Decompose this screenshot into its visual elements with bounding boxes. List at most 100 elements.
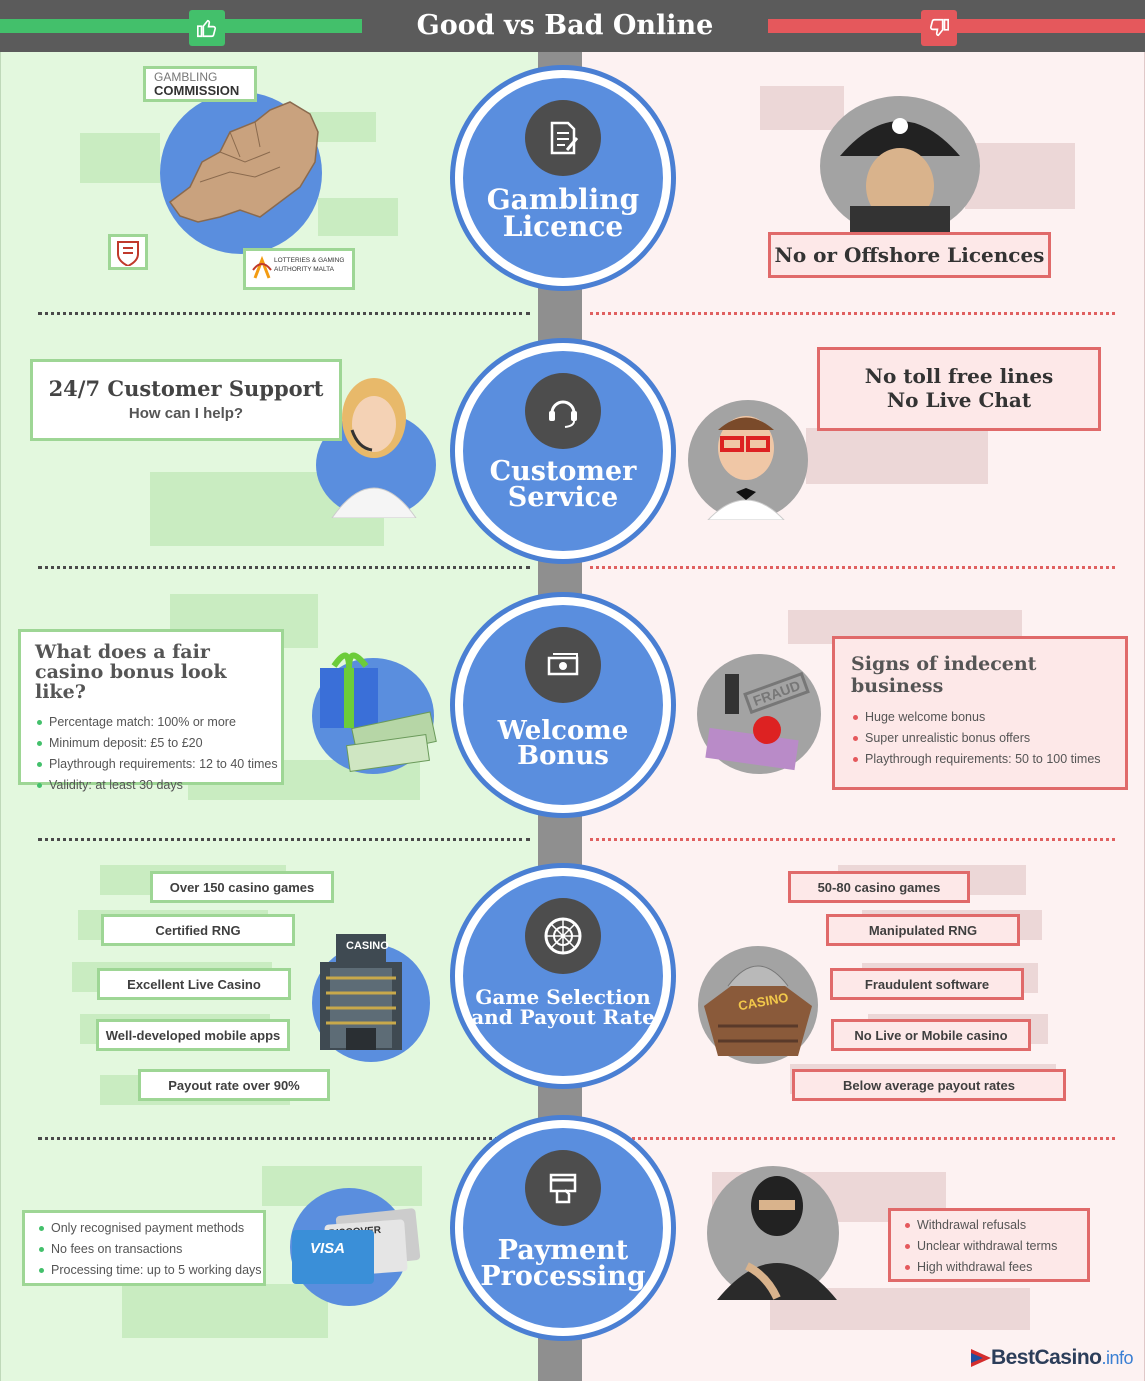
- malta-line1: LOTTERIES & GAMING: [274, 257, 345, 264]
- headset-icon: [525, 373, 601, 449]
- payment-circle: Payment Processing: [455, 1120, 671, 1336]
- shabby-casino-icon: [704, 965, 812, 1056]
- feature-pill: Fraudulent software: [830, 968, 1024, 1000]
- malta-gaming-authority-logo: LOTTERIES & GAMING AUTHORITY MALTA: [243, 248, 355, 290]
- good-header-bar: [0, 19, 362, 33]
- no-licence-text: No or Offshore Licences: [774, 243, 1045, 267]
- pirate-icon: [840, 118, 960, 236]
- crest-logo: [108, 234, 148, 270]
- credit-cards-image: DISCOVER VISA: [290, 1207, 424, 1290]
- document-icon: [525, 100, 601, 176]
- list-item: Super unrealistic bonus offers: [851, 728, 1125, 749]
- commission-line2: COMMISSION: [154, 83, 240, 98]
- malta-line2: AUTHORITY MALTA: [274, 266, 334, 273]
- decor-bubble: [760, 86, 844, 130]
- gift-box-icon: [320, 652, 437, 773]
- feature-pill: No Live or Mobile casino: [831, 1019, 1031, 1051]
- feature-pill: Payout rate over 90%: [138, 1069, 330, 1101]
- bestcasino-logo[interactable]: BestCasino.info: [970, 1346, 1133, 1370]
- feature-pill: Manipulated RNG: [826, 914, 1020, 946]
- cash-icon: [525, 627, 601, 703]
- service-circle: Customer Service: [455, 343, 671, 559]
- casino-building-image: CASINO: [316, 928, 406, 1054]
- separator: [590, 312, 1115, 315]
- logo-suffix-text: .info: [1101, 1347, 1133, 1368]
- feature-pill: Well-developed mobile apps: [96, 1019, 290, 1051]
- separator: [38, 566, 530, 569]
- thumbs-down-icon: [921, 10, 957, 46]
- licence-circle: Gambling Licence: [455, 70, 671, 286]
- list-item: Validity: at least 30 days: [35, 775, 281, 796]
- casino-building-icon: [320, 934, 402, 1050]
- list-item: Playthrough requirements: 12 to 40 times: [35, 754, 281, 775]
- bonus-title: Welcome Bonus: [497, 716, 629, 772]
- separator: [38, 838, 530, 841]
- list-item: Percentage match: 100% or more: [35, 712, 281, 733]
- support-subtitle: How can I help?: [128, 405, 244, 422]
- separator: [590, 838, 1115, 841]
- fraud-stamp-icon: [705, 674, 799, 771]
- service-title: Customer Service: [489, 456, 637, 514]
- licence-title: Gambling Licence: [486, 183, 640, 244]
- shabby-casino-image: CASINO: [698, 946, 818, 1064]
- header-bar: Good vs Bad Online Casinos: [0, 0, 1145, 85]
- gambling-commission-logo: GAMBLING COMMISSION: [143, 66, 257, 102]
- games-title: Game Selection and Payout Rate: [471, 985, 655, 1029]
- thumbs-up-icon: [189, 10, 225, 46]
- left-border: [0, 52, 1, 1381]
- card-payment-icon: [525, 1150, 601, 1226]
- europe-map-circle: [160, 92, 322, 254]
- decor-bubble: [806, 428, 988, 484]
- list-item: Withdrawal refusals: [903, 1215, 1087, 1236]
- gift-money-image: [314, 644, 438, 773]
- support-agent-icon: [331, 378, 417, 518]
- no-toll-free-text: No toll free lines: [864, 364, 1054, 388]
- fair-bonus-list: Percentage match: 100% or more Minimum d…: [35, 712, 281, 796]
- bonus-circle: Welcome Bonus: [455, 597, 671, 813]
- decor-bubble: [308, 112, 376, 142]
- separator: [38, 312, 530, 315]
- mga-emblem-icon: [252, 256, 272, 279]
- customer-support-box: 24/7 Customer Support How can I help?: [30, 359, 342, 441]
- commission-line1: GAMBLING: [154, 70, 218, 84]
- bad-payment-list: Withdrawal refusals Unclear withdrawal t…: [903, 1215, 1087, 1278]
- logo-mark-icon: [970, 1349, 991, 1367]
- list-item: Only recognised payment methods: [37, 1218, 263, 1239]
- thief-image: [707, 1166, 839, 1300]
- decor-bubble: [122, 1284, 328, 1338]
- feature-pill: Over 150 casino games: [150, 871, 334, 903]
- list-item: Huge welcome bonus: [851, 707, 1125, 728]
- masked-thief-icon: [717, 1176, 837, 1300]
- europe-map-icon: [168, 101, 319, 223]
- decor-bubble: [965, 143, 1075, 209]
- list-item: Playthrough requirements: 50 to 100 time…: [851, 749, 1125, 770]
- roulette-icon: [525, 898, 601, 974]
- indecent-business-box: Signs of indecent business Huge welcome …: [832, 636, 1128, 790]
- list-item: Unclear withdrawal terms: [903, 1236, 1087, 1257]
- list-item: Minimum deposit: £5 to £20: [35, 733, 281, 754]
- decor-bubble: [318, 198, 398, 236]
- support-agent-image: [322, 368, 426, 518]
- separator: [590, 1137, 1115, 1140]
- pirate-image: [820, 96, 980, 236]
- visa-card: VISA: [292, 1230, 374, 1284]
- no-live-chat-text: No Live Chat: [886, 388, 1032, 412]
- feature-pill: 50-80 casino games: [788, 871, 970, 903]
- support-heading: 24/7 Customer Support: [48, 376, 324, 401]
- list-item: Processing time: up to 5 working days: [37, 1260, 263, 1281]
- angry-man-image: [688, 400, 808, 521]
- bad-payment-box: Withdrawal refusals Unclear withdrawal t…: [888, 1208, 1090, 1282]
- decor-bubble: [80, 133, 160, 183]
- no-toll-free-box: No toll free lines No Live Chat: [817, 347, 1101, 431]
- good-payment-box: Only recognised payment methods No fees …: [22, 1210, 266, 1286]
- crest-icon: [117, 241, 139, 266]
- fraud-image: FRAUD: [697, 654, 821, 774]
- visa-label: VISA: [310, 1240, 346, 1257]
- separator: [38, 1137, 530, 1140]
- fair-bonus-heading: What does a fair casino bonus look like?: [35, 641, 227, 703]
- angry-man-icon: [706, 416, 786, 521]
- list-item: High withdrawal fees: [903, 1257, 1087, 1278]
- indecent-list: Huge welcome bonus Super unrealistic bon…: [851, 707, 1125, 770]
- good-payment-list: Only recognised payment methods No fees …: [37, 1218, 263, 1281]
- casino-sign-good: CASINO: [346, 940, 389, 952]
